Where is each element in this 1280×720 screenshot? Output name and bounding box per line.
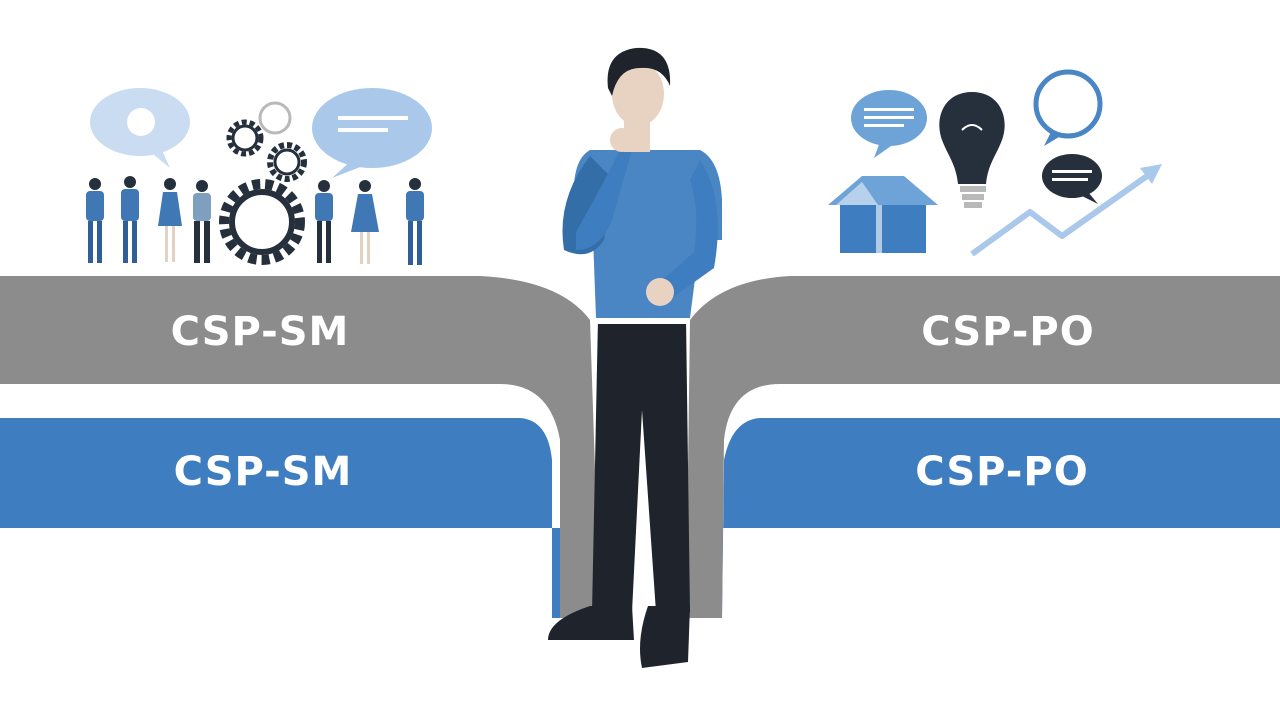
people-group-icon [86,176,424,265]
lightbulb-icon [939,92,1005,208]
thinking-person-figure [548,47,722,668]
growth-arrow-icon [970,164,1162,257]
blue-band-left [0,418,592,618]
csp-po-gray-label: CSP-PO [921,309,1095,355]
left-speech-bubble-icon [90,88,190,168]
right-speech-bubble-icon [851,90,927,158]
csp-sm-gray-label: CSP-SM [170,309,350,355]
csp-po-blue-label: CSP-PO [915,449,1089,495]
right-dark-bubble-icon [1042,154,1102,204]
gear-medium-icon [267,142,307,182]
open-box-icon [828,176,938,253]
right-outline-bubble-icon [1033,69,1103,146]
csp-sm-blue-label: CSP-SM [173,449,353,495]
gear-outline-top-icon [258,101,292,135]
gear-small-top-icon [226,119,264,157]
blue-band-right [676,418,1280,618]
gray-band-left [0,276,600,618]
gray-band-right [686,276,1280,618]
left-chat-bubble-icon [312,88,432,178]
gear-large-icon [219,179,305,265]
